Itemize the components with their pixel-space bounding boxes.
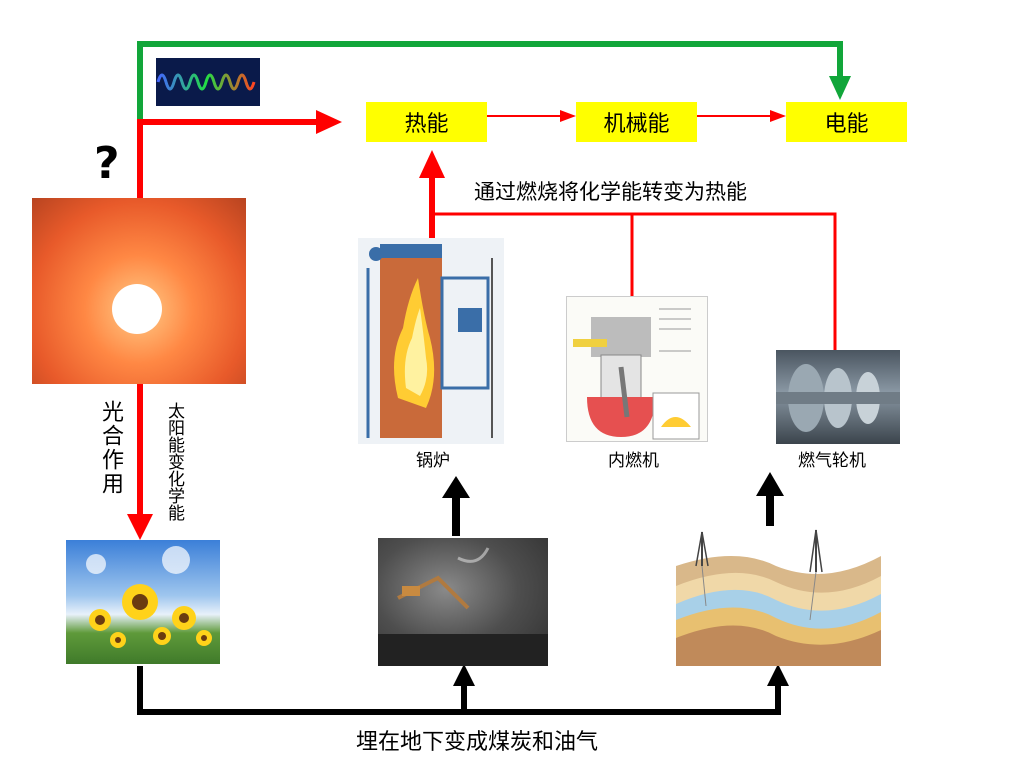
arrowhead-boiler bbox=[442, 476, 470, 498]
question-mark: ? bbox=[94, 138, 120, 189]
arrowhead-turbine bbox=[756, 472, 784, 496]
photosynthesis-label: 光合作用 bbox=[98, 400, 123, 496]
boiler-label: 锅炉 bbox=[416, 451, 450, 471]
arrowhead-electric bbox=[770, 110, 786, 122]
solar-to-chemical-label: 太阳能变化学能 bbox=[164, 402, 184, 521]
oil-gas-strata-image bbox=[676, 526, 881, 666]
coal-mine-image bbox=[378, 538, 548, 666]
wave-image bbox=[156, 58, 260, 106]
engine-diagram bbox=[566, 296, 708, 442]
combustion-label: 通过燃烧将化学能转变为热能 bbox=[474, 180, 747, 204]
electric-energy-box: 电能 bbox=[786, 102, 907, 142]
mechanical-energy-box: 机械能 bbox=[576, 102, 697, 142]
buried-label: 埋在地下变成煤炭和油气 bbox=[356, 730, 599, 755]
arrowhead-coal-bottom bbox=[453, 664, 475, 686]
turbine-label: 燃气轮机 bbox=[798, 451, 866, 471]
red-arrowhead-heat bbox=[316, 110, 342, 134]
engine-label: 内燃机 bbox=[608, 451, 659, 471]
sunflower-image bbox=[66, 540, 220, 664]
green-arrowhead bbox=[829, 76, 851, 100]
combustion-bracket-line bbox=[432, 212, 837, 350]
sun-image bbox=[32, 198, 246, 384]
red-sun-to-heat-line bbox=[137, 119, 318, 200]
arrowhead-oilgas-bottom bbox=[767, 664, 789, 686]
arrowhead-mechanical bbox=[560, 110, 576, 122]
arrowhead-sunflower bbox=[127, 514, 153, 540]
buried-path-line bbox=[137, 666, 781, 715]
arrowhead-heat-from-boiler bbox=[419, 150, 445, 178]
heat-energy-box: 热能 bbox=[366, 102, 487, 142]
turbine-image bbox=[776, 350, 900, 444]
boiler-diagram bbox=[358, 238, 504, 444]
sun-disc bbox=[112, 284, 162, 334]
